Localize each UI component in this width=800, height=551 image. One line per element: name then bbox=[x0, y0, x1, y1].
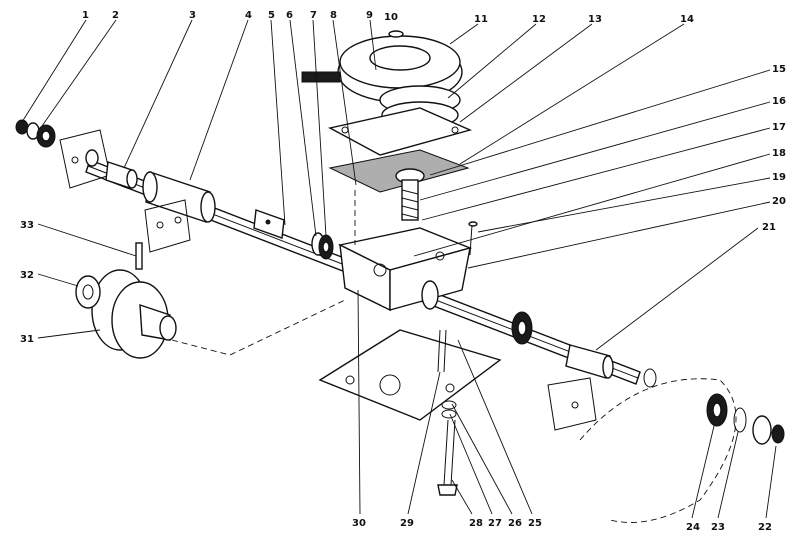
callout-label-15: 15 bbox=[772, 64, 786, 75]
callout-31: 31 bbox=[20, 329, 101, 345]
callout-29: 29 bbox=[400, 371, 441, 529]
callouts: 1 2 3 4 5 6 7 8 bbox=[20, 10, 786, 533]
callout-label-24: 24 bbox=[686, 522, 700, 533]
callout-label-22: 22 bbox=[758, 522, 772, 533]
snap-ring-23 bbox=[733, 407, 747, 433]
callout-26: 26 bbox=[451, 403, 522, 529]
callout-label-21: 21 bbox=[762, 222, 776, 233]
callout-15: 15 bbox=[429, 64, 786, 176]
left-bracket-plate bbox=[59, 129, 111, 189]
callout-14: 14 bbox=[459, 14, 694, 165]
side-plate-right bbox=[579, 378, 737, 523]
callout-label-11: 11 bbox=[474, 14, 488, 25]
callout-label-4: 4 bbox=[245, 10, 252, 21]
plate-13 bbox=[328, 107, 473, 156]
bolt-28 bbox=[437, 419, 458, 496]
callout-21: 21 bbox=[595, 222, 776, 351]
callout-label-10: 10 bbox=[384, 12, 398, 23]
callout-label-26: 26 bbox=[508, 518, 522, 529]
bearing-20 bbox=[421, 280, 533, 345]
callout-32: 32 bbox=[20, 270, 79, 287]
callout-7: 7 bbox=[310, 10, 327, 237]
assembly-lines bbox=[171, 190, 356, 356]
callout-6: 6 bbox=[286, 10, 317, 237]
sprocket-22 bbox=[752, 415, 785, 445]
left-end-washers bbox=[15, 119, 56, 148]
worm-shaft-16-17 bbox=[395, 168, 425, 221]
callout-1: 1 bbox=[21, 10, 89, 123]
roller-4 bbox=[142, 171, 216, 223]
callout-label-1: 1 bbox=[82, 10, 89, 21]
callout-13: 13 bbox=[459, 14, 602, 123]
washer-32 bbox=[75, 275, 101, 309]
callout-label-29: 29 bbox=[400, 518, 414, 529]
gear-case bbox=[337, 227, 473, 312]
callout-2: 2 bbox=[41, 10, 119, 127]
callout-label-32: 32 bbox=[20, 270, 34, 281]
callout-label-3: 3 bbox=[189, 10, 196, 21]
collar-5 bbox=[253, 209, 285, 239]
bearing-24 bbox=[706, 393, 728, 427]
callout-11: 11 bbox=[449, 14, 488, 45]
washers-26-27 bbox=[441, 400, 457, 419]
gear-31 bbox=[91, 269, 177, 359]
callout-label-7: 7 bbox=[310, 10, 317, 21]
callout-label-19: 19 bbox=[772, 172, 786, 183]
callout-10: 10 bbox=[384, 12, 398, 23]
parts-illustration bbox=[15, 30, 785, 523]
left-mount-bracket bbox=[144, 199, 191, 253]
pulley-11 bbox=[301, 30, 463, 103]
bushing-3 bbox=[105, 161, 138, 189]
callout-label-18: 18 bbox=[772, 148, 786, 159]
callout-label-13: 13 bbox=[588, 14, 602, 25]
callout-label-30: 30 bbox=[352, 518, 366, 529]
callout-22: 22 bbox=[758, 445, 777, 533]
callout-20: 20 bbox=[467, 196, 786, 269]
callout-9: 9 bbox=[366, 10, 377, 71]
snap-ring-right bbox=[643, 368, 657, 388]
callout-16: 16 bbox=[419, 96, 786, 201]
callout-24: 24 bbox=[686, 425, 715, 533]
callout-label-27: 27 bbox=[488, 518, 502, 529]
callout-label-14: 14 bbox=[680, 14, 694, 25]
mounting-base bbox=[318, 329, 502, 421]
callout-label-23: 23 bbox=[711, 522, 725, 533]
callout-label-16: 16 bbox=[772, 96, 786, 107]
callout-label-33: 33 bbox=[20, 220, 34, 231]
callout-8: 8 bbox=[330, 10, 357, 186]
callout-23: 23 bbox=[711, 431, 739, 533]
callout-label-31: 31 bbox=[20, 334, 34, 345]
callout-33: 33 bbox=[20, 220, 137, 257]
callout-27: 27 bbox=[449, 413, 502, 529]
callout-28: 28 bbox=[451, 479, 483, 529]
callout-label-12: 12 bbox=[532, 14, 546, 25]
stud-29 bbox=[437, 329, 447, 373]
callout-19: 19 bbox=[477, 172, 786, 233]
callout-label-9: 9 bbox=[366, 10, 373, 21]
sleeve-21 bbox=[565, 344, 614, 379]
callout-18: 18 bbox=[413, 148, 786, 257]
callout-label-8: 8 bbox=[330, 10, 337, 21]
callout-label-5: 5 bbox=[268, 10, 275, 21]
callout-label-28: 28 bbox=[469, 518, 483, 529]
callout-label-2: 2 bbox=[112, 10, 119, 21]
callout-4: 4 bbox=[189, 10, 252, 181]
callout-label-20: 20 bbox=[772, 196, 786, 207]
callout-3: 3 bbox=[123, 10, 196, 169]
callout-label-25: 25 bbox=[528, 518, 542, 529]
callout-30: 30 bbox=[352, 289, 366, 529]
pin-33 bbox=[135, 242, 143, 270]
callout-label-6: 6 bbox=[286, 10, 293, 21]
bearing-6-7 bbox=[311, 232, 334, 260]
callout-12: 12 bbox=[447, 14, 546, 99]
callout-5: 5 bbox=[268, 10, 286, 226]
callout-25: 25 bbox=[457, 339, 542, 529]
right-mount-bracket bbox=[547, 377, 597, 431]
callout-17: 17 bbox=[421, 122, 786, 221]
callout-label-17: 17 bbox=[772, 122, 786, 133]
